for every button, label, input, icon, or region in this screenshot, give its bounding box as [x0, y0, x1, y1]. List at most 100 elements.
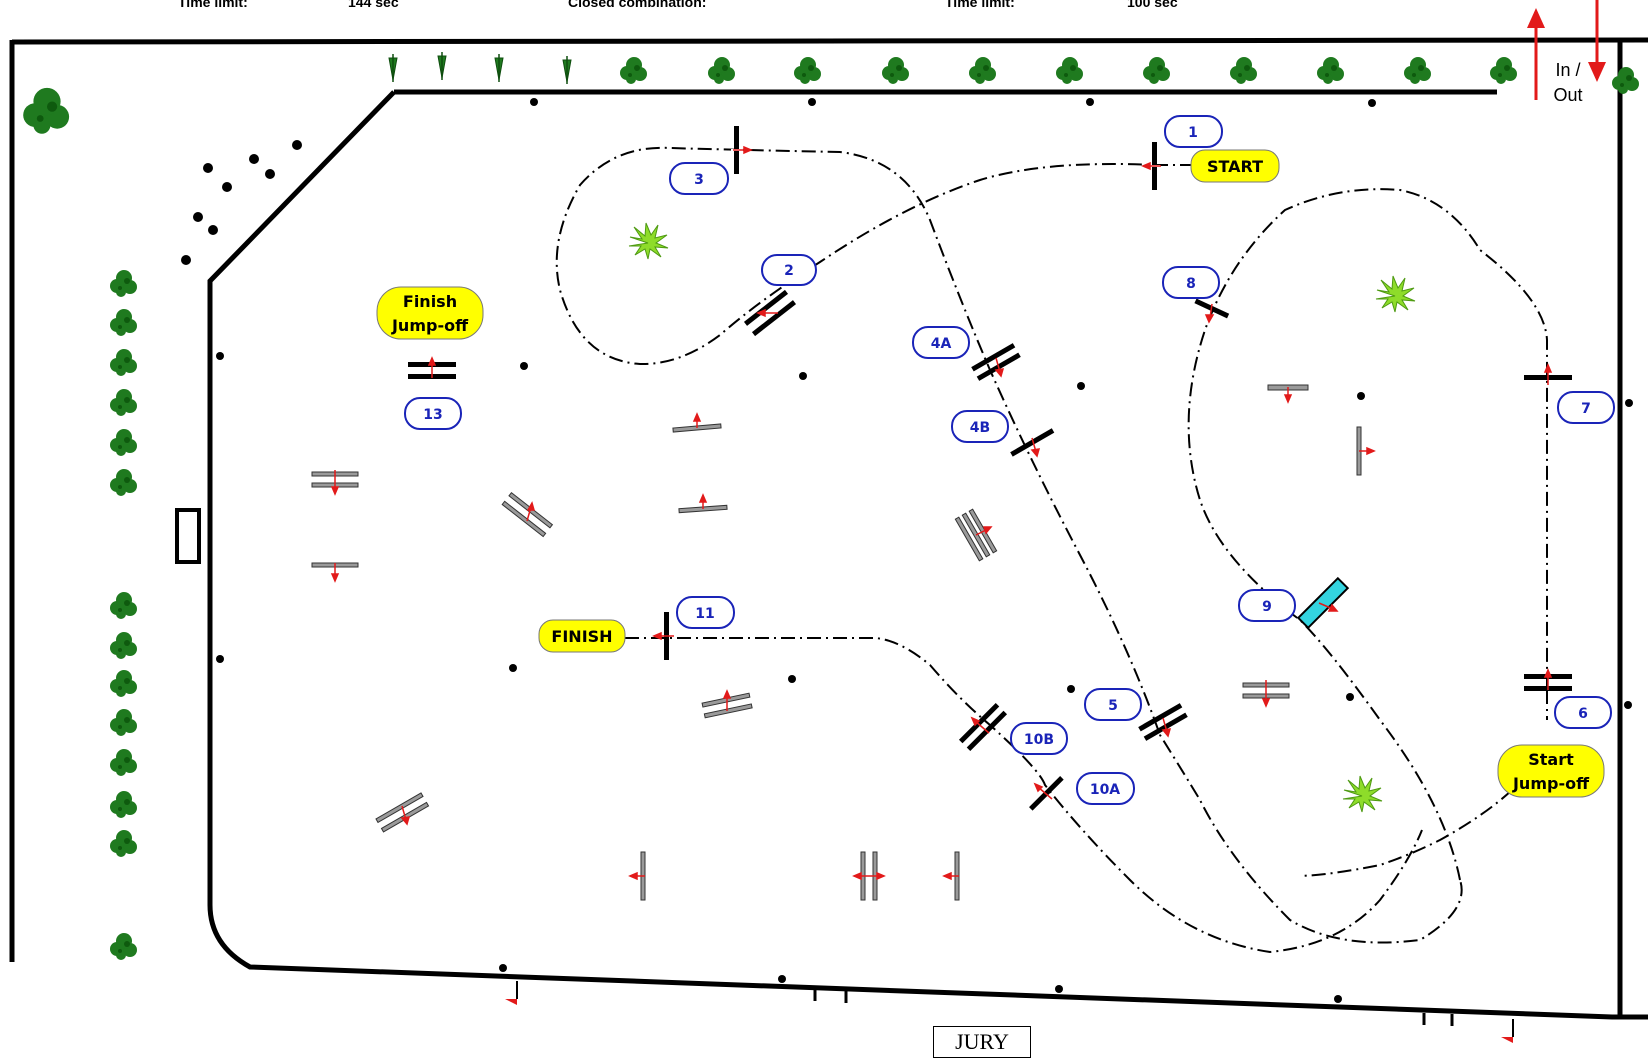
in-out-arrows: [1527, 0, 1606, 100]
jump-off-time-limit-label: Time limit:: [945, 0, 1015, 10]
start-label: START: [1190, 149, 1280, 183]
conifers: [388, 51, 572, 85]
number-label-9: 9: [1238, 589, 1296, 622]
fence-notches: [813, 988, 1454, 1026]
fence-4a: [971, 343, 1021, 381]
tree-icon: [110, 349, 137, 376]
svg-text:START: START: [1207, 157, 1263, 176]
number-label-text: 1: [1188, 125, 1198, 141]
tree-icon: [110, 632, 137, 659]
in-out-line2: Out: [1553, 85, 1583, 105]
svg-text:13: 13: [423, 407, 442, 423]
number-label-8: 8: [1162, 266, 1220, 299]
time-limit-value: 144 sec: [348, 0, 399, 10]
conifer-icon: [388, 53, 398, 83]
tree-icon: [1143, 57, 1170, 84]
conifer-icon: [562, 55, 572, 85]
number-labels: 1 2 3 4A 4B 5 6 7 8 9 10A 10B 11 13: [404, 115, 1615, 805]
svg-text:10A: 10A: [1090, 782, 1120, 798]
number-label-1: 1: [1164, 115, 1223, 148]
svg-text:5: 5: [1108, 698, 1118, 714]
svg-text:8: 8: [1186, 276, 1196, 292]
fence-5: [1138, 703, 1188, 741]
tree-icon: [110, 592, 137, 619]
number-label-10a: 10A: [1076, 772, 1135, 805]
posts: [181, 98, 1633, 1003]
finish-jumpoff-label: Finish Jump-off: [376, 286, 484, 340]
svg-text:Start: Start: [1528, 750, 1574, 769]
svg-text:Jump-off: Jump-off: [1512, 774, 1590, 793]
svg-text:3: 3: [694, 172, 704, 188]
bush-icon: [1375, 275, 1416, 313]
tree-icon: [1056, 57, 1083, 84]
svg-text:9: 9: [1262, 599, 1272, 615]
tree-icon: [1230, 57, 1257, 84]
direction-arrow-icon: [1527, 8, 1545, 28]
tree-icon: [620, 57, 647, 84]
tree-icon: [110, 469, 137, 496]
tree-icon: [110, 830, 137, 857]
svg-text:Finish: Finish: [403, 292, 457, 311]
start-jumpoff-label: Start Jump-off: [1497, 744, 1605, 798]
time-limit-label: Time limit:: [178, 0, 248, 10]
svg-text:10B: 10B: [1024, 732, 1054, 748]
number-label-11: 11: [676, 596, 735, 629]
tree-icon: [1317, 57, 1344, 84]
tree-icon: [1612, 67, 1639, 94]
bush-icon: [628, 222, 669, 260]
fence-4b: [1010, 428, 1055, 457]
tree-icon: [882, 57, 909, 84]
tree-icon: [1404, 57, 1431, 84]
direction-arrows: [330, 145, 1553, 881]
svg-text:11: 11: [695, 606, 714, 622]
tree-icon: [110, 749, 137, 776]
tree-icon: [110, 933, 137, 960]
direction-arrow-icon: [1588, 62, 1606, 82]
number-label-4a: 4A: [912, 326, 970, 359]
conifer-icon: [437, 51, 447, 81]
course-line: [555, 146, 1548, 954]
in-out-label: In / Out: [1543, 58, 1593, 108]
flag-icon: [504, 980, 518, 1006]
svg-text:Jump-off: Jump-off: [391, 316, 469, 335]
tree-icon: [110, 429, 137, 456]
number-label-10b: 10B: [1010, 722, 1068, 755]
number-label-2: 2: [761, 254, 817, 286]
svg-text:4A: 4A: [931, 336, 952, 352]
jump-off-time-limit-value: 100 sec: [1127, 0, 1178, 10]
number-label-4b: 4B: [951, 410, 1009, 443]
tree-icon: [969, 57, 996, 84]
inactive-fences: [311, 384, 1362, 901]
number-label-6: 6: [1554, 696, 1612, 729]
tree-icon: [110, 791, 137, 818]
tree-icon: [110, 389, 137, 416]
top-boundary: [11, 37, 1648, 45]
tree-icon: [1490, 57, 1517, 84]
tree-icon: [110, 270, 137, 297]
conifer-icon: [494, 53, 504, 83]
number-label-7: 7: [1557, 391, 1615, 424]
number-label-5: 5: [1084, 688, 1142, 721]
number-label-3: 3: [669, 162, 729, 195]
jury-box: JURY: [933, 1026, 1031, 1058]
closed-combination-label: Closed combination:: [568, 0, 707, 10]
in-out-line1: In /: [1555, 60, 1581, 80]
trees: [23, 57, 1639, 960]
arena-fence: [207, 89, 1648, 1020]
flag-icon: [1500, 1018, 1514, 1044]
fences: [408, 126, 1572, 811]
svg-text:2: 2: [784, 263, 794, 279]
svg-text:6: 6: [1578, 706, 1588, 722]
fence-9: [1296, 576, 1350, 630]
entrance-box: [175, 508, 201, 564]
tree-icon: [110, 670, 137, 697]
svg-text:FINISH: FINISH: [551, 627, 612, 646]
tree-icon: [110, 709, 137, 736]
bush-icon: [1342, 775, 1383, 813]
svg-text:7: 7: [1581, 401, 1591, 417]
number-label-13: 13: [404, 397, 462, 430]
svg-text:4B: 4B: [970, 420, 990, 436]
finish-label: FINISH: [538, 619, 626, 653]
tree-icon: [708, 57, 735, 84]
